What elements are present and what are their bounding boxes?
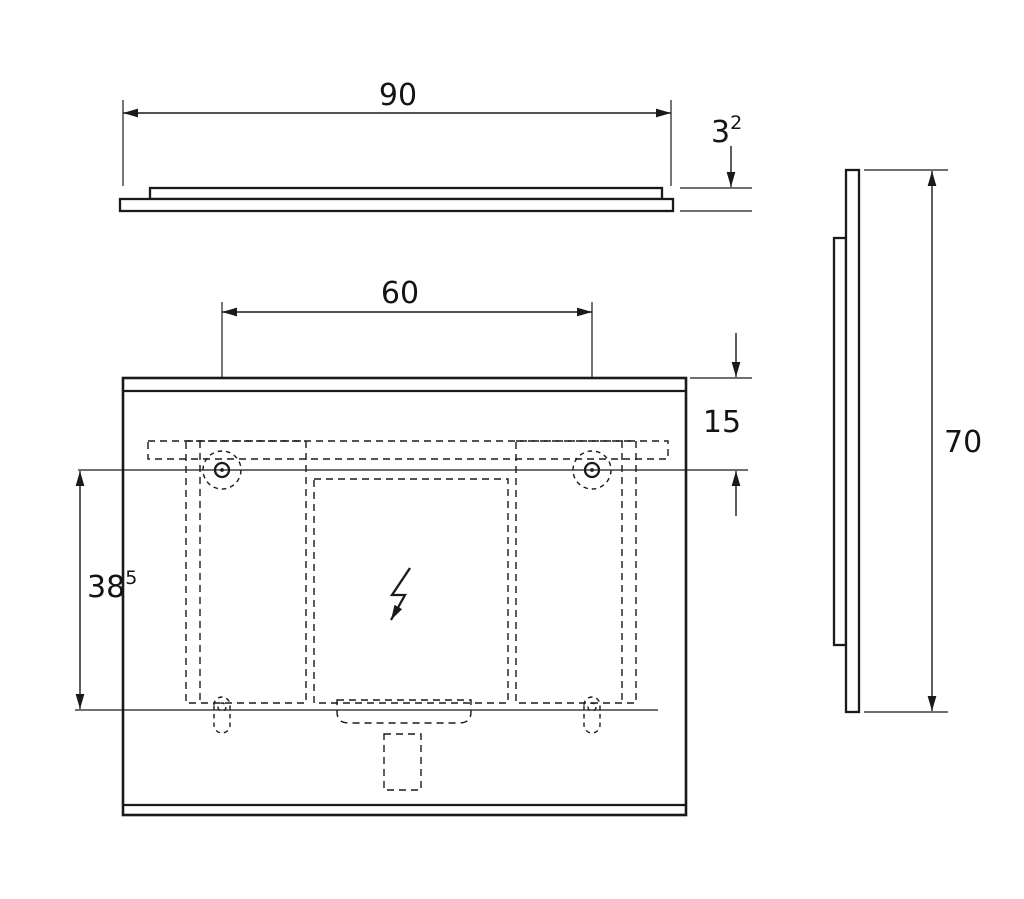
dim-width-90: 90 (122, 78, 672, 186)
keyhole-capsule-right (583, 696, 601, 734)
mounting-hole-right (572, 450, 612, 490)
hole-clearance-circle-right (572, 450, 612, 490)
mounting-plate-right-dashed (515, 440, 637, 704)
mounting-hole-left (202, 450, 242, 490)
hole-clearance-circle-left (202, 450, 242, 490)
dim-thickness-base: 3 (711, 115, 730, 150)
connection-box-dashed (383, 733, 422, 791)
mounting-plate-center-dashed (313, 478, 509, 704)
dim-offset-38-5: 385 (75, 471, 658, 711)
dim-thickness-sup: 2 (730, 112, 742, 134)
dim-spacing-label: 60 (381, 276, 419, 311)
lightning-bolt-icon (389, 567, 411, 621)
top-view: 90 32 (118, 78, 752, 213)
keyhole-slot-right (583, 696, 601, 734)
supply-bracket-dashed (336, 699, 472, 724)
mounting-plate-left-dashed (185, 440, 307, 704)
dim-width-label: 90 (379, 78, 417, 113)
screw-center-dot-left (220, 468, 224, 472)
dim-38-base: 38 (87, 570, 125, 605)
screw-hole-right (583, 461, 601, 479)
dim-offset-38-5-label: 385 (87, 567, 137, 605)
screw-center-dot-right (590, 468, 594, 472)
keyhole-circle-right (587, 702, 597, 712)
side-view: 70 (832, 168, 982, 714)
dim-offset-15: 15 (690, 333, 752, 516)
dim-height-70: 70 (864, 169, 982, 713)
dim-thickness-3-2: 32 (680, 112, 752, 212)
dim-offset-15-label: 15 (703, 405, 741, 440)
keyhole-capsule-left (213, 696, 231, 734)
mounting-rail-dashed (147, 440, 669, 460)
side-profile-mount (832, 236, 848, 647)
dim-thickness-label: 32 (711, 112, 742, 150)
dim-38-sup: 5 (125, 567, 137, 589)
dim-height-label: 70 (944, 425, 982, 460)
front-view: 60 (75, 276, 752, 817)
keyhole-circle-left (217, 702, 227, 712)
keyhole-slot-left (213, 696, 231, 734)
side-profile-glass (844, 168, 861, 714)
dim-spacing-60: 60 (221, 276, 593, 449)
lightning-bolt-stroke (389, 567, 411, 621)
screw-hole-left (213, 461, 231, 479)
mirror-glass-profile (118, 197, 675, 213)
mount-strip-profile (148, 186, 664, 201)
